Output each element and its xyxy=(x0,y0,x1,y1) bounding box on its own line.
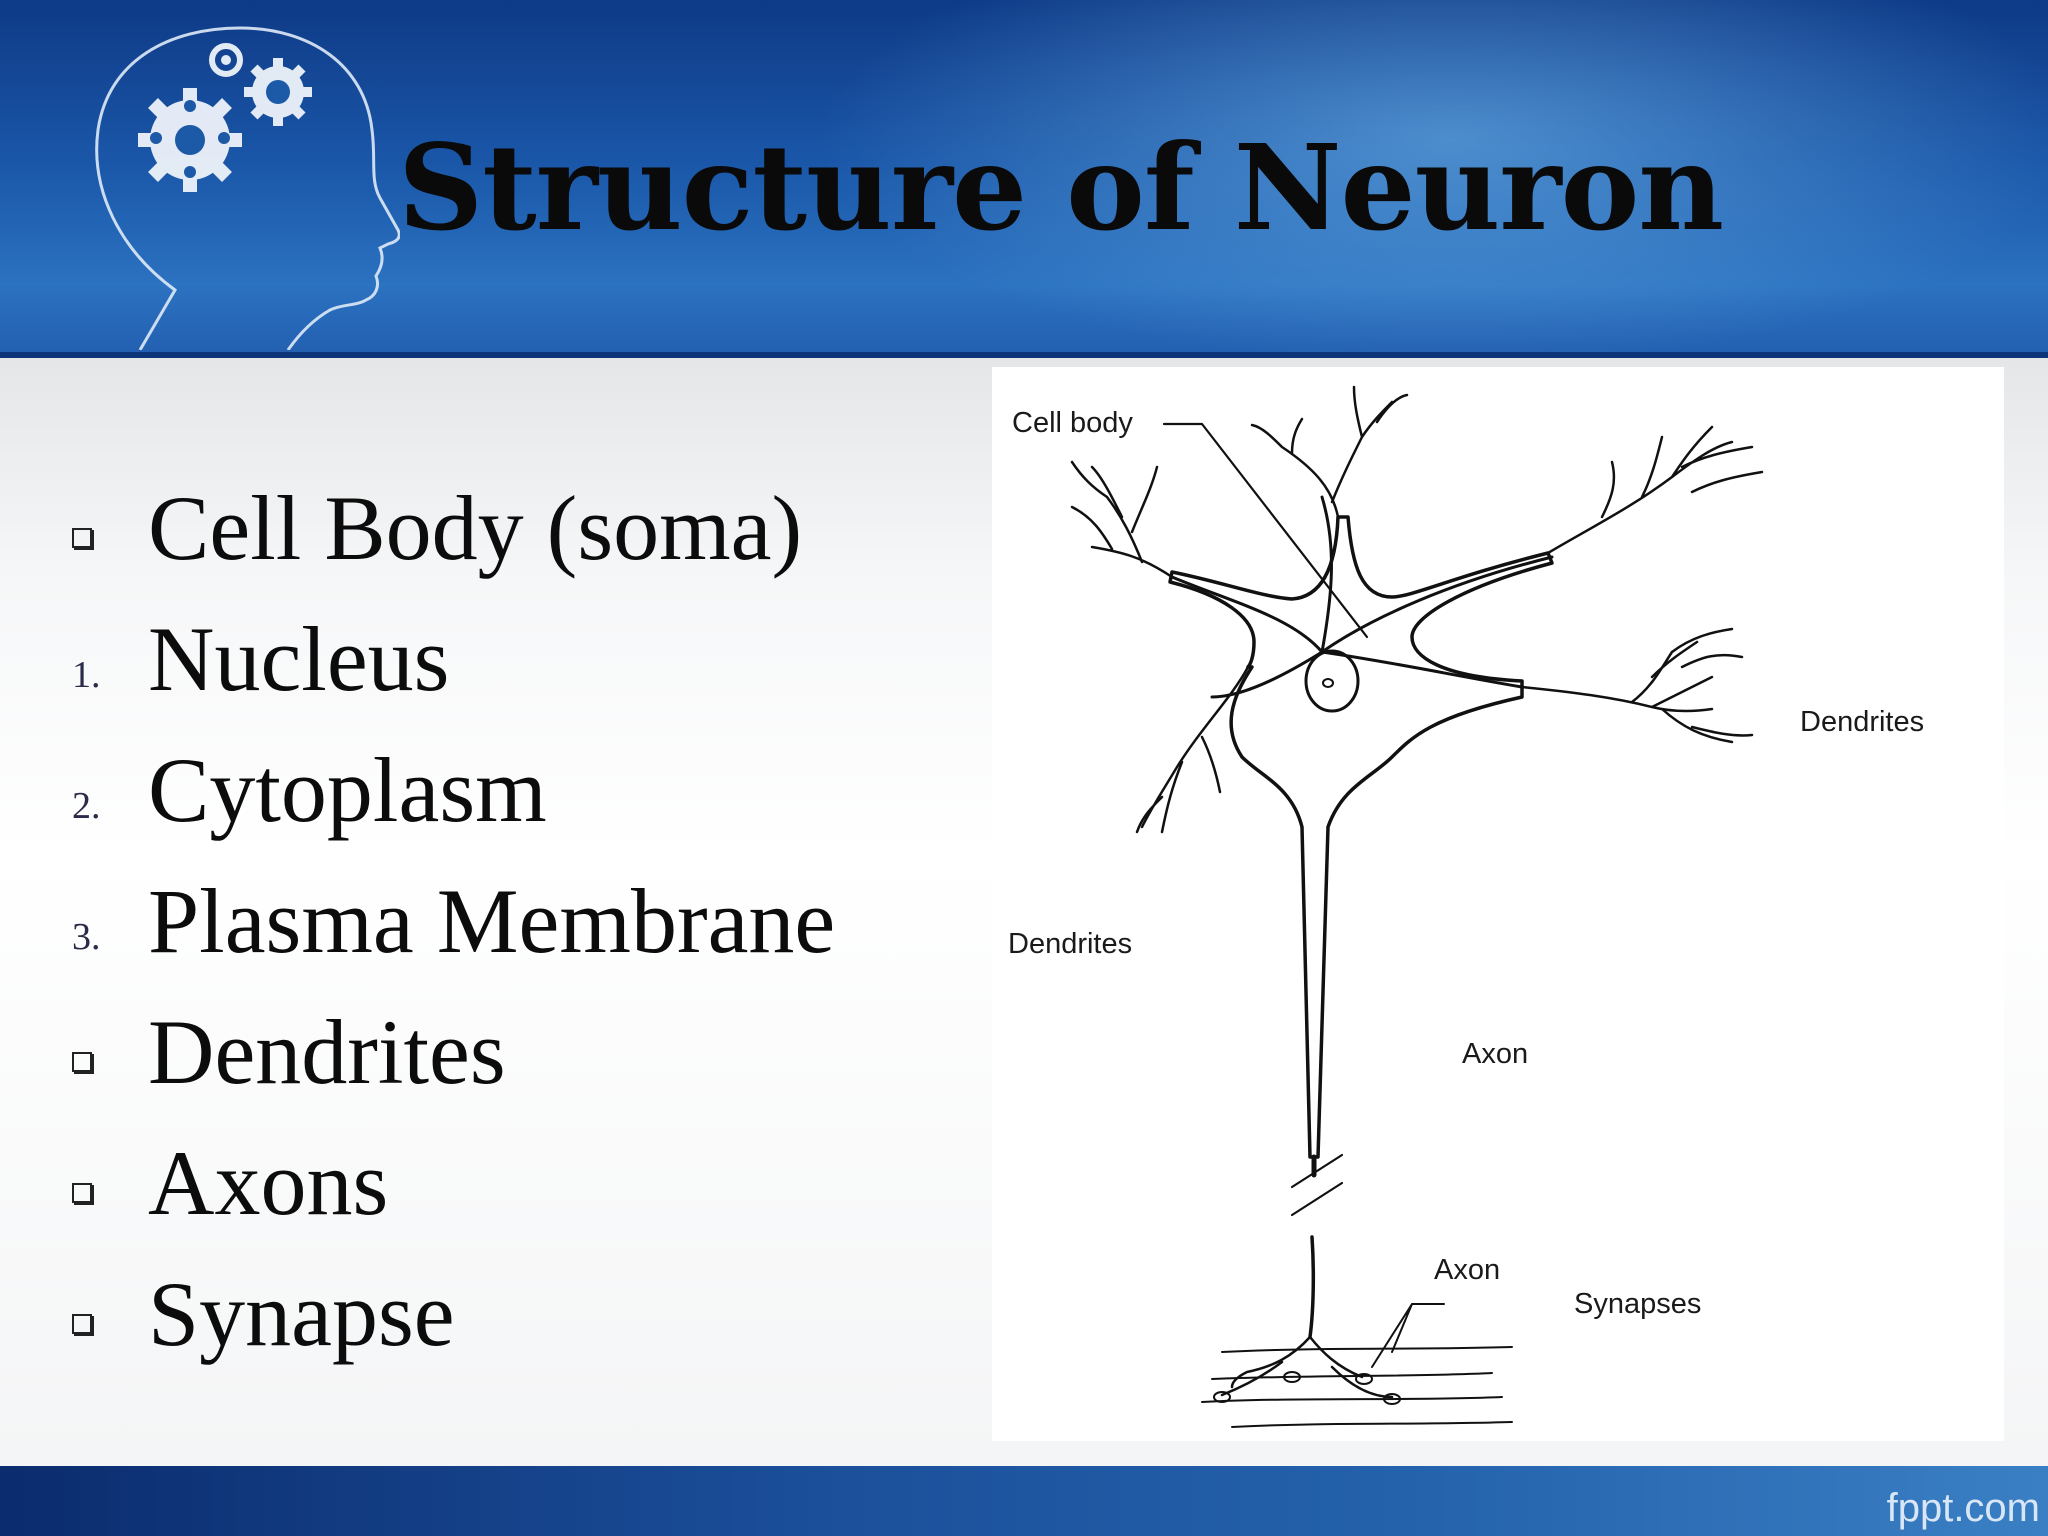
label-axon-upper: Axon xyxy=(1462,1038,1528,1070)
list-item-text: Cell Body (soma) xyxy=(148,476,803,579)
list-item-text: Synapse xyxy=(148,1262,455,1365)
square-bullet-icon xyxy=(72,518,148,548)
list-item: Cell Body (soma) xyxy=(72,462,835,593)
slide-footer xyxy=(0,1466,2048,1536)
list-item-text: Plasma Membrane xyxy=(148,869,836,972)
header-divider xyxy=(0,352,2048,358)
list-item: Axons xyxy=(72,1117,835,1248)
slide-title: Structure of Neuron xyxy=(398,118,1724,257)
brand-watermark: fppt.com xyxy=(1886,1486,2040,1530)
neuron-illustration: Cell body Dendrites Dendrites Axon Axon … xyxy=(1008,385,1924,1428)
list-number: 1. xyxy=(72,653,101,696)
square-bullet-icon xyxy=(72,1173,148,1203)
head-with-gears-icon xyxy=(95,26,400,350)
list-item-text: Dendrites xyxy=(148,1000,506,1103)
label-synapses: Synapses xyxy=(1574,1288,1701,1320)
list-item-text: Cytoplasm xyxy=(148,738,547,841)
label-cell-body: Cell body xyxy=(1012,407,1133,439)
neuron-diagram: Cell body Dendrites Dendrites Axon Axon … xyxy=(992,367,2004,1441)
slide-header: Structure of Neuron xyxy=(0,0,2048,356)
square-bullet-icon xyxy=(72,1042,148,1072)
list-item: 3. Plasma Membrane xyxy=(72,855,835,986)
list-item-text: Axons xyxy=(148,1131,389,1234)
list-item: 2. Cytoplasm xyxy=(72,724,835,855)
label-dendrites-right: Dendrites xyxy=(1800,706,1924,738)
label-dendrites-left: Dendrites xyxy=(1008,928,1132,960)
list-item-text: Nucleus xyxy=(148,607,450,710)
bullet-list: Cell Body (soma) 1. Nucleus 2. Cytoplasm… xyxy=(72,462,835,1379)
list-item: Synapse xyxy=(72,1248,835,1379)
label-axon-lower: Axon xyxy=(1434,1254,1500,1286)
list-item: 1. Nucleus xyxy=(72,593,835,724)
list-number: 3. xyxy=(72,915,101,958)
list-item: Dendrites xyxy=(72,986,835,1117)
list-number: 2. xyxy=(72,784,101,827)
square-bullet-icon xyxy=(72,1304,148,1334)
